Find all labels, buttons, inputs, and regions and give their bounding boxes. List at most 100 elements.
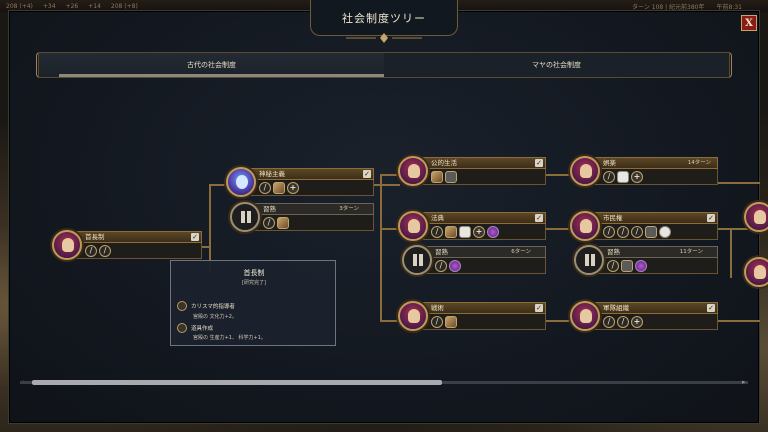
civic-node-tactics[interactable]: 戦術 ✓ /: [398, 301, 546, 331]
unit-icon[interactable]: [621, 259, 633, 272]
tooltip-title: 首長制: [243, 269, 265, 277]
policy-card-icon[interactable]: /: [631, 225, 643, 238]
code-of-laws-portrait-icon: [398, 211, 428, 241]
civic-node-mastery-1[interactable]: 習熟 3ターン /: [230, 202, 374, 232]
tooltip-unlock-label: 道具作成: [191, 326, 214, 332]
tooltip-status: [研究完了]: [242, 280, 266, 286]
policy-card-icon[interactable]: /: [617, 315, 629, 328]
civic-name: 習熟: [607, 248, 620, 256]
pause-icon: [402, 245, 432, 275]
policy-card-icon[interactable]: /: [603, 170, 615, 183]
civic-portrait-icon: [744, 202, 768, 232]
building-icon[interactable]: [445, 315, 457, 328]
panel-title: 社会制度ツリー: [342, 12, 426, 25]
envoy-icon[interactable]: [487, 225, 499, 238]
policy-card-icon: [177, 301, 187, 311]
connector: [380, 320, 400, 322]
connector: [718, 228, 760, 230]
scroll-right-icon[interactable]: ▸: [742, 378, 746, 386]
plus-icon[interactable]: +: [287, 181, 299, 194]
topbar-resource-3: +26: [65, 2, 79, 10]
envoy-icon[interactable]: [449, 259, 461, 272]
connector: [380, 174, 400, 176]
civic-header: 習熟 6ターン: [416, 246, 546, 258]
turns-remaining: 14ターン: [687, 160, 711, 166]
close-button[interactable]: X: [741, 15, 757, 31]
connector: [209, 184, 211, 272]
pause-icon: [230, 202, 260, 232]
completed-check-icon: ✓: [535, 159, 543, 167]
building-icon[interactable]: [645, 225, 657, 238]
civic-tooltip: 首長制 [研究完了] カリスマ的指導者 宮殿の 文化力+2。 道具作成 宮殿の …: [170, 260, 336, 346]
connector: [200, 246, 210, 248]
plus-icon[interactable]: +: [631, 315, 643, 328]
policy-card-icon[interactable]: /: [263, 216, 275, 229]
civic-header: 習熟 11ターン: [588, 246, 718, 258]
scrollbar-thumb[interactable]: [32, 380, 442, 385]
policy-card-icon[interactable]: /: [259, 181, 271, 194]
policy-card-icon[interactable]: /: [431, 225, 443, 238]
policy-card-icon[interactable]: /: [617, 225, 629, 238]
civic-node-military-organization[interactable]: 軍隊組織 ✓ / / +: [570, 301, 718, 331]
civic-unlocks: / +: [240, 180, 374, 196]
connector: [546, 320, 572, 322]
tooltip-unlock-row: 道具作成: [177, 323, 213, 333]
civic-unlocks: / /: [66, 243, 202, 259]
civic-name: 娯楽: [603, 159, 616, 167]
policy-card-icon[interactable]: /: [99, 244, 111, 257]
policy-card-icon[interactable]: /: [607, 259, 619, 272]
civic-node-offscreen-2[interactable]: [744, 257, 768, 287]
civic-node-chiefdom[interactable]: 首長制 ✓ / /: [52, 230, 202, 260]
civic-portrait-icon: [744, 257, 768, 287]
citizenship-portrait-icon: [570, 211, 600, 241]
policy-card-icon[interactable]: /: [85, 244, 97, 257]
connector: [380, 228, 400, 230]
connector: [718, 320, 760, 322]
government-icon[interactable]: [459, 225, 471, 238]
civic-header: 軍隊組織 ✓: [584, 302, 718, 314]
completed-check-icon: ✓: [707, 214, 715, 222]
civic-unlocks: / / /: [584, 224, 718, 240]
tooltip-unlock-detail: 宮殿の 文化力+2。: [193, 314, 237, 320]
policy-card-icon[interactable]: /: [603, 315, 615, 328]
civic-node-entertainment[interactable]: 娯楽 14ターン / +: [570, 156, 718, 186]
district-icon[interactable]: [617, 170, 629, 183]
building-icon[interactable]: [445, 225, 457, 238]
tooltip-unlock-label: カリスマ的指導者: [191, 304, 235, 310]
civic-node-code-of-laws[interactable]: 法典 ✓ / +: [398, 211, 546, 241]
civic-header: 神秘主義 ✓: [240, 168, 374, 180]
building-icon[interactable]: [277, 216, 289, 229]
policy-card-icon[interactable]: /: [431, 315, 443, 328]
civic-unlocks: / +: [412, 224, 546, 240]
connector: [546, 228, 572, 230]
civic-unlocks: / / +: [584, 314, 718, 330]
topbar-resource-5: 208 (+8): [110, 2, 138, 10]
civic-name: 公的生活: [431, 159, 457, 167]
civic-node-mastery-2[interactable]: 習熟 6ターン /: [402, 245, 546, 275]
civic-node-public-life[interactable]: 公的生活 ✓: [398, 156, 546, 186]
completed-check-icon: ✓: [707, 304, 715, 312]
building-icon[interactable]: [273, 181, 285, 194]
plus-icon[interactable]: +: [473, 225, 485, 238]
policy-card-icon[interactable]: /: [435, 259, 447, 272]
civic-node-offscreen-1[interactable]: [744, 202, 768, 232]
unit-icon[interactable]: [445, 170, 457, 183]
plus-icon[interactable]: +: [631, 170, 643, 183]
bulb-icon[interactable]: [659, 225, 671, 238]
turns-remaining: 6ターン: [511, 249, 531, 255]
civic-node-mysticism[interactable]: 神秘主義 ✓ / +: [226, 167, 374, 197]
civic-node-citizenship[interactable]: 市民権 ✓ / / /: [570, 211, 718, 241]
tab-maya-civics[interactable]: マヤの社会制度: [384, 53, 729, 77]
civic-name: 首長制: [85, 233, 105, 241]
civic-name: 市民権: [603, 214, 623, 222]
civic-header: 法典 ✓: [412, 212, 546, 224]
civic-unlocks: [412, 169, 546, 185]
building-icon[interactable]: [431, 170, 443, 183]
tab-ancient-civics[interactable]: 古代の社会制度: [39, 53, 384, 77]
policy-card-icon[interactable]: /: [603, 225, 615, 238]
topbar-resource-2: +34: [42, 2, 56, 10]
pause-icon: [574, 245, 604, 275]
civic-header: 首長制 ✓: [66, 231, 202, 243]
envoy-icon[interactable]: [635, 259, 647, 272]
civic-node-mastery-3[interactable]: 習熟 11ターン /: [574, 245, 718, 275]
